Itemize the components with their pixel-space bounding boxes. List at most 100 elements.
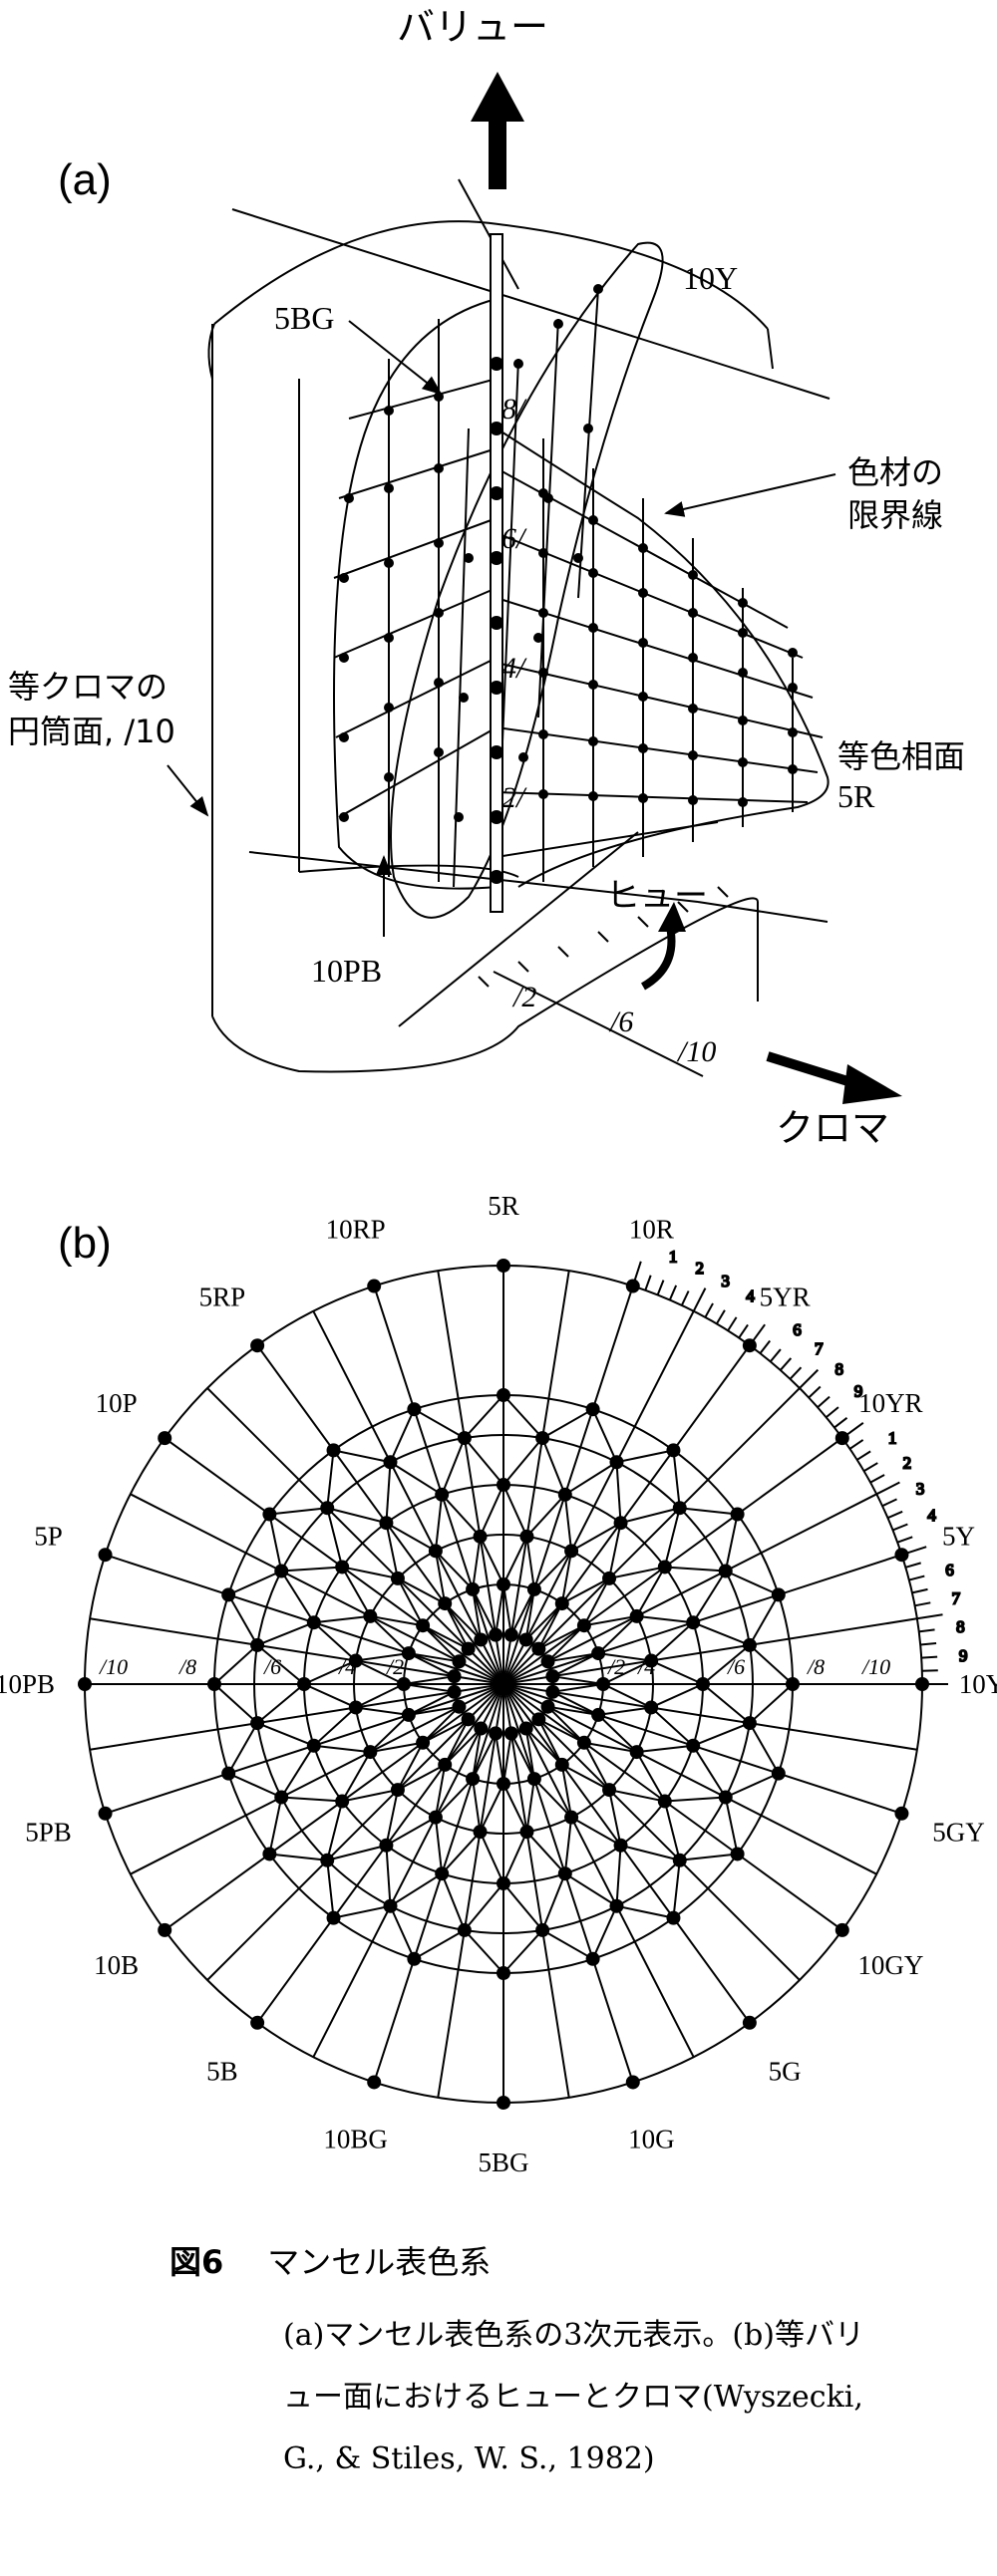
web-line (546, 1624, 585, 1663)
caption-line-1: (a)マンセル表色系の3次元表示。(b)等バリ (283, 2318, 864, 2353)
scale-tick (921, 1655, 938, 1659)
grid-dot (348, 1653, 363, 1668)
grid-dot (447, 1669, 462, 1684)
web-line (313, 1706, 357, 1747)
web-line (422, 1705, 461, 1744)
value-axis-arrow (471, 72, 524, 189)
web-line (679, 1853, 738, 1861)
web-line (280, 1745, 315, 1799)
web-line (434, 1817, 444, 1874)
hue-label-10PB: 10PB (311, 953, 382, 989)
grid-dot (407, 1951, 422, 1966)
hue-spoke (373, 1286, 504, 1685)
grid-dot (466, 1581, 481, 1596)
web-line (537, 1624, 585, 1650)
chroma-label-l10: /10 (98, 1654, 128, 1679)
grid-dot (320, 1853, 335, 1867)
web-line (303, 1683, 357, 1709)
grid-dot (629, 1745, 644, 1760)
scale-tick (704, 1302, 714, 1318)
web-line (213, 1644, 258, 1685)
web-line (326, 1844, 387, 1861)
cylinder-label-1: 等クロマの (8, 668, 167, 706)
grid-dot (730, 1847, 745, 1861)
chroma-tick-6: /6 (608, 1005, 633, 1038)
figure-number: 図6 (169, 2243, 224, 2281)
chroma-tick-10: /10 (676, 1035, 716, 1068)
web-line (385, 1816, 437, 1847)
web-line (280, 1570, 315, 1623)
grid-dot (625, 2075, 640, 2090)
web-line (749, 1644, 794, 1685)
hue-spoke (502, 1683, 570, 2098)
grid-dot (545, 1669, 560, 1684)
web-line (333, 1904, 391, 1919)
chroma-labels-right: /2 /4 /6 /8 /10 (606, 1654, 890, 1679)
web-line (389, 1872, 443, 1907)
web-line (341, 1789, 399, 1803)
web-line (269, 1507, 328, 1516)
chroma-axis-ticks (478, 886, 729, 1077)
web-line (672, 1450, 681, 1509)
scale-tick (875, 1481, 900, 1496)
hue-label-10G: 10G (628, 2125, 675, 2154)
grid-dot (497, 2096, 510, 2110)
hue-spoke (105, 1683, 504, 1815)
web-line (724, 1797, 739, 1855)
web-line (369, 1615, 410, 1654)
scale-tick (769, 1348, 782, 1363)
chroma-label-l2: /2 (385, 1654, 404, 1679)
polar-grid-dots (78, 1259, 929, 2110)
web-line (256, 1722, 315, 1747)
web-line (620, 1844, 681, 1861)
web-line (385, 1789, 399, 1847)
hue-spoke (256, 1683, 504, 2024)
grid-dot (657, 1560, 672, 1574)
web-line (570, 1522, 622, 1553)
web-line (636, 1614, 694, 1624)
grid-dots (339, 284, 798, 884)
grid-dot (742, 2015, 757, 2030)
grid-dot (452, 1699, 467, 1714)
web-line (341, 1751, 372, 1803)
web-line (725, 1772, 780, 1799)
grid-dot (613, 1838, 628, 1853)
grid-dot (557, 1866, 572, 1881)
web-line (583, 1614, 637, 1627)
grid-dot (497, 1577, 510, 1591)
chroma-axis-arrow (766, 1051, 902, 1104)
web-line (303, 1659, 357, 1685)
grid-dot (416, 1618, 431, 1633)
web-line (326, 1507, 387, 1525)
grid-dot (158, 1431, 172, 1446)
web-line (533, 1778, 572, 1819)
web-line (602, 1659, 652, 1685)
panel-a-3d-diagram: (a) バリュー (8, 5, 965, 1150)
scale-number: 6 (793, 1320, 802, 1339)
grid-dot (335, 1560, 350, 1574)
chroma-label-l4: /4 (337, 1654, 356, 1679)
web-line (615, 1462, 622, 1524)
web-line (563, 1817, 573, 1874)
hue-spoke (90, 1683, 504, 1751)
web-line (663, 1507, 681, 1568)
scale-number: 2 (903, 1453, 912, 1472)
grid-dot (526, 1581, 541, 1596)
grid-dot (262, 1507, 277, 1522)
hue-label-10YR: 10YR (858, 1388, 923, 1418)
grid-dot (497, 1478, 510, 1492)
web-line (502, 1882, 543, 1931)
scale-tick (892, 1523, 908, 1532)
hue-label-5YR: 5YR (760, 1283, 811, 1312)
grid-dot (602, 1783, 617, 1798)
grid-dot (397, 1677, 411, 1691)
hue-axis-label: ヒュー (606, 876, 708, 916)
web-line (227, 1593, 258, 1646)
web-line (564, 1461, 618, 1496)
hue-spokes (85, 1266, 922, 2103)
grid-dot (771, 1766, 786, 1781)
grid-dot (666, 1443, 681, 1458)
web-line (502, 1394, 543, 1439)
